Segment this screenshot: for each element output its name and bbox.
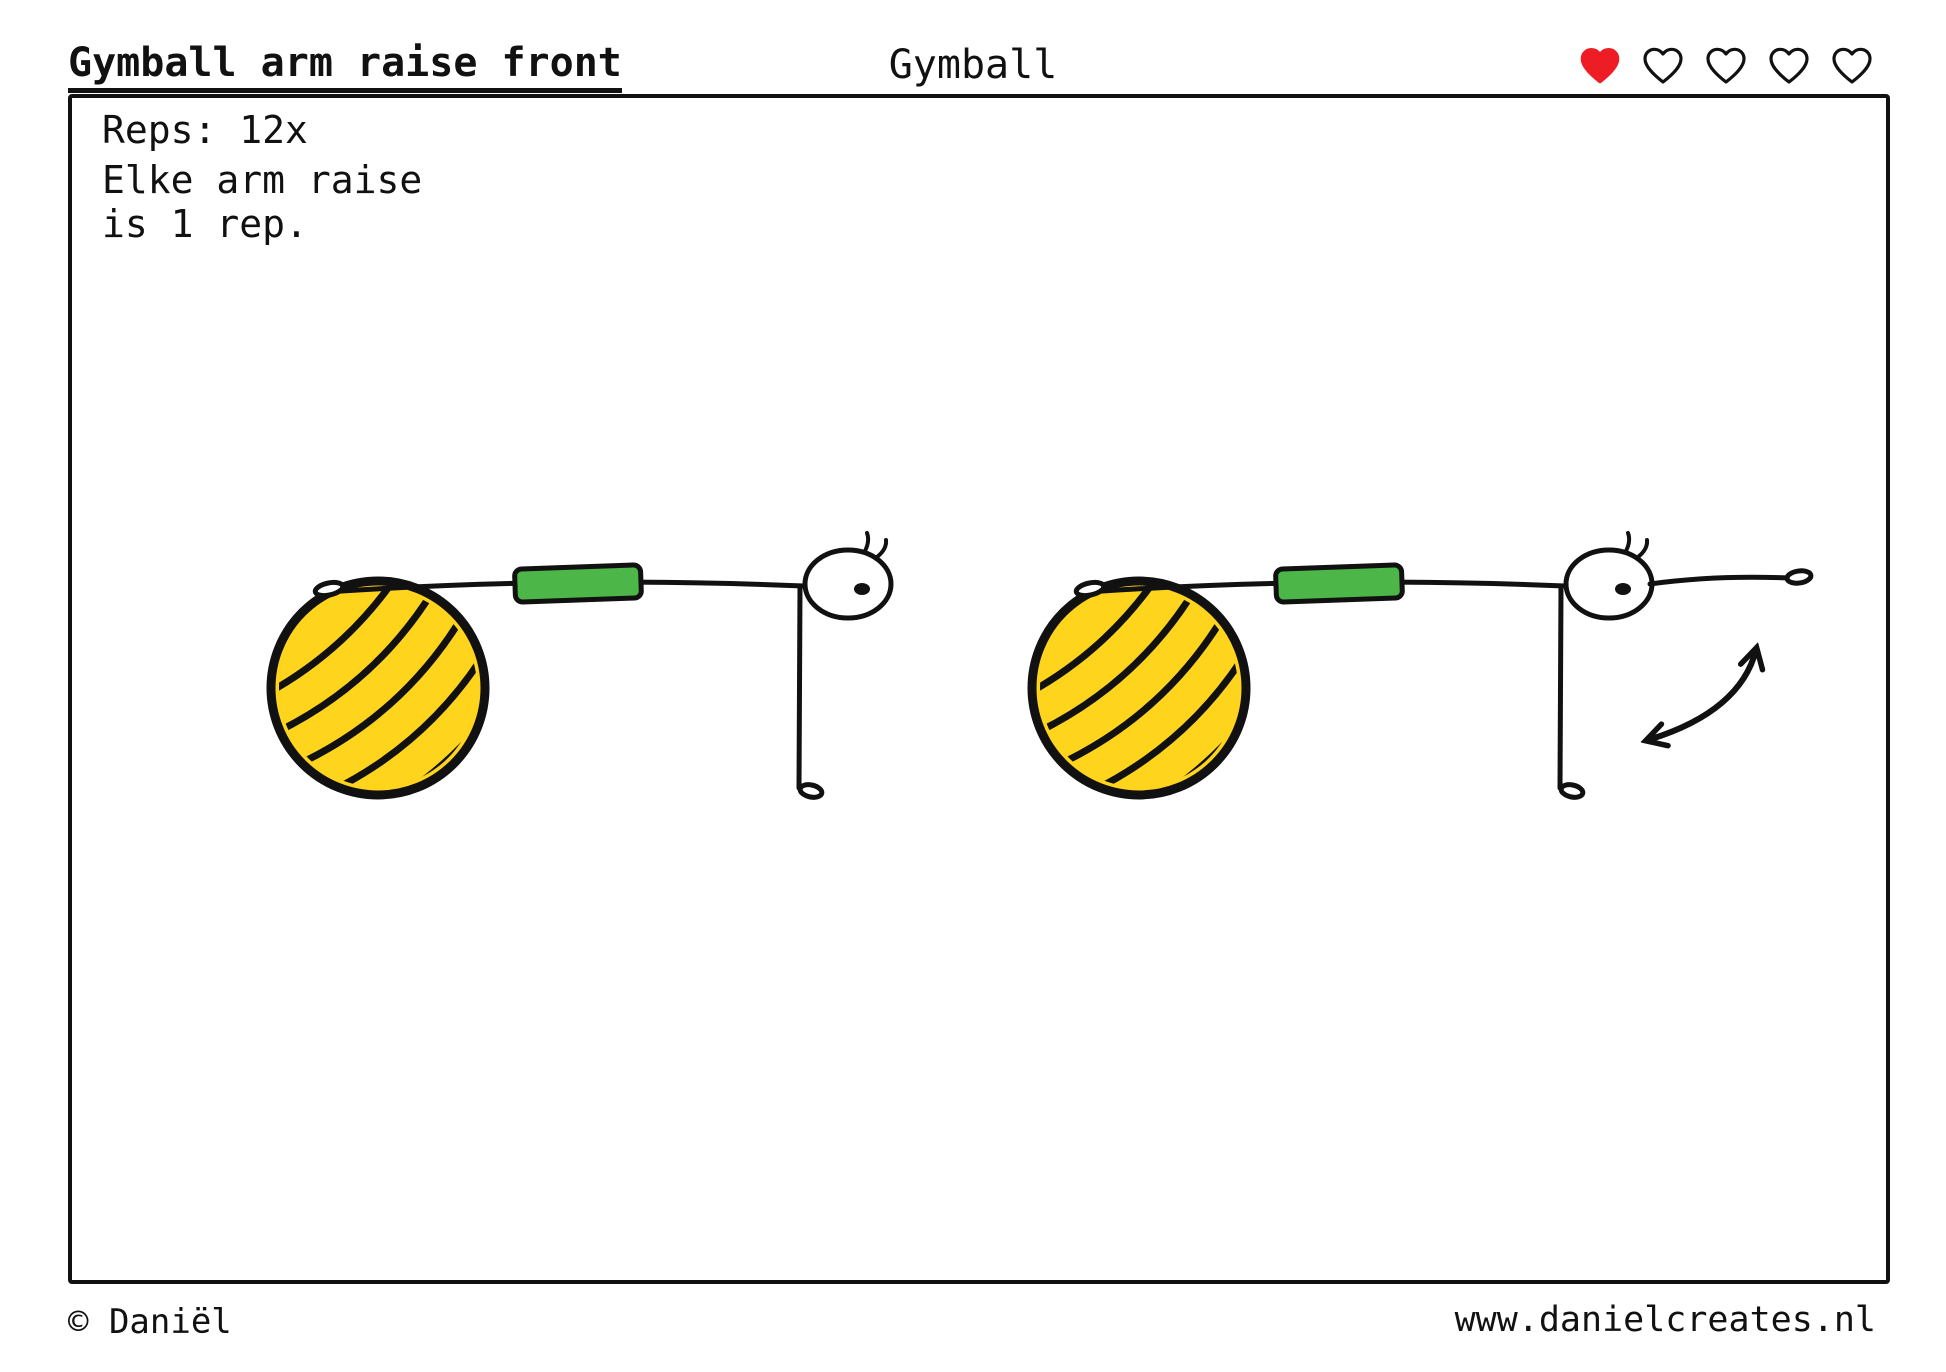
illustration-frame bbox=[68, 94, 1890, 1284]
heart-outline-icon bbox=[1706, 47, 1746, 84]
rating-hearts bbox=[1576, 42, 1876, 87]
instruction-note: Elke arm raise is 1 rep. bbox=[102, 158, 422, 246]
heart-outline-icon bbox=[1643, 47, 1683, 84]
website-url: www.danielcreates.nl bbox=[1454, 1300, 1876, 1340]
copyright: © Daniël bbox=[68, 1302, 232, 1342]
reps-label: Reps: 12x bbox=[102, 108, 308, 152]
instruction-note-line1: Elke arm raise bbox=[102, 158, 423, 202]
heart-filled-icon bbox=[1580, 48, 1620, 84]
instruction-note-line2: is 1 rep. bbox=[102, 202, 308, 247]
page-title: Gymball arm raise front bbox=[68, 40, 622, 93]
category-label: Gymball bbox=[888, 42, 1058, 88]
heart-outline-icon bbox=[1769, 47, 1809, 84]
heart-outline-icon bbox=[1832, 47, 1872, 84]
